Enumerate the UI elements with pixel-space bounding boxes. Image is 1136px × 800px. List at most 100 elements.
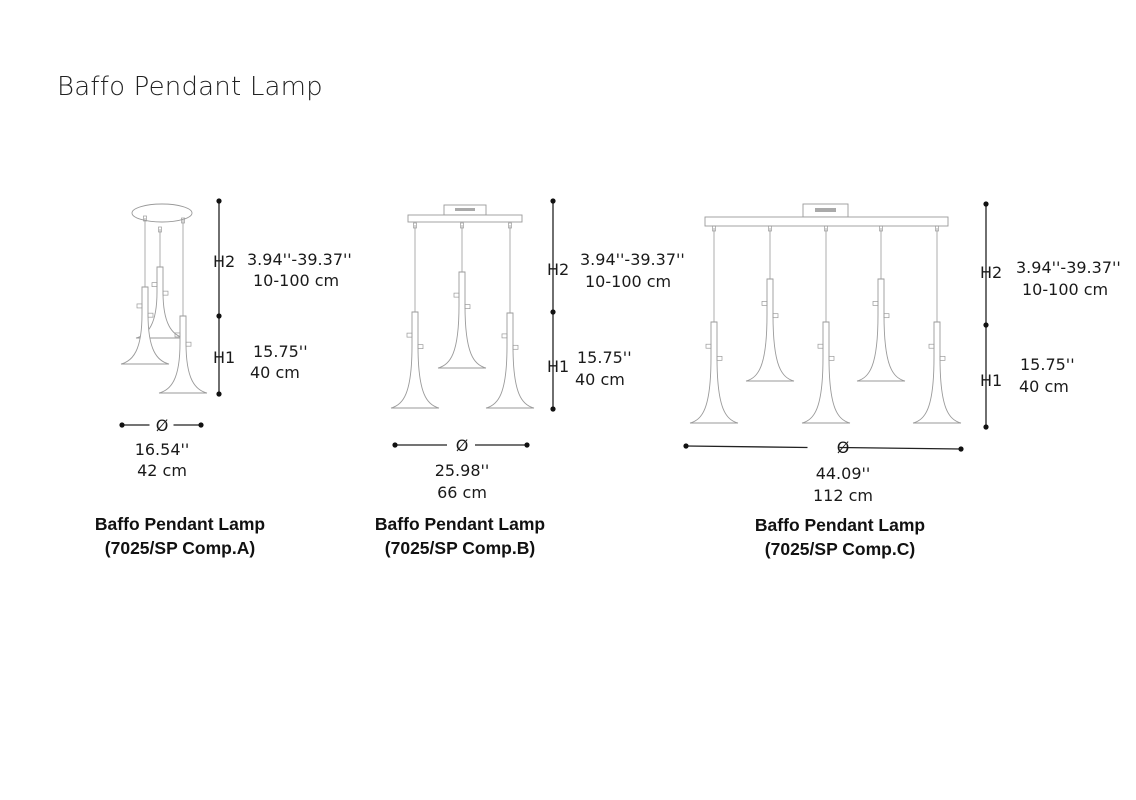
shade-tab xyxy=(162,290,169,296)
c-caption: Baffo Pendant Lamp (7025/SP Comp.C) xyxy=(720,513,960,561)
dimension-dot xyxy=(392,442,398,448)
shade-tab xyxy=(147,312,154,318)
c-h2-cm: 10-100 cm xyxy=(1022,280,1109,299)
b-dia-cm: 66 cm xyxy=(437,483,487,502)
cord-clip xyxy=(508,222,512,229)
shade-tab xyxy=(761,301,768,306)
b-h2-cm: 10-100 cm xyxy=(585,272,672,291)
canopy-bar xyxy=(407,214,523,223)
dimension-dot xyxy=(983,201,989,207)
shade-tab xyxy=(705,343,712,349)
a-caption-code: (7025/SP Comp.A) xyxy=(104,538,256,558)
shade-tab xyxy=(928,343,935,349)
lamp-shade xyxy=(390,311,440,409)
c-h2-in: 3.94''-39.37'' xyxy=(1016,258,1121,277)
dimension-dot xyxy=(958,446,964,452)
shade-tab xyxy=(817,343,824,349)
shade-tab xyxy=(872,301,879,306)
b-dia-symbol: Ø xyxy=(455,436,469,455)
dimension-dot xyxy=(683,443,689,449)
cord-clip xyxy=(460,222,464,229)
shade-tab xyxy=(716,355,723,361)
shade-tab xyxy=(939,355,946,361)
lamp-shade xyxy=(745,278,795,382)
b-h1-label: H1 xyxy=(547,357,570,376)
a-h1-label: H1 xyxy=(213,348,236,367)
c-dia-cm: 112 cm xyxy=(812,486,873,505)
a-h1-in: 15.75'' xyxy=(253,342,308,361)
shade-tab xyxy=(417,344,424,349)
dimension-dot xyxy=(983,322,989,328)
a-dia-symbol: Ø xyxy=(155,416,169,435)
cord-clip xyxy=(413,222,417,229)
cord-clip xyxy=(768,225,772,232)
canopy-slot xyxy=(815,208,836,212)
canopy-bar xyxy=(704,216,949,227)
shade-tab xyxy=(151,282,158,287)
cord-clip xyxy=(935,225,939,232)
shade-tab xyxy=(464,304,471,309)
a-h2-cm: 10-100 cm xyxy=(253,271,340,290)
dimension-dot xyxy=(524,442,530,448)
dimension-dot xyxy=(216,198,222,204)
c-dia-in: 44.09'' xyxy=(815,464,871,483)
shade-tab xyxy=(185,341,192,347)
a-h1-cm: 40 cm xyxy=(250,363,300,382)
c-h2-label: H2 xyxy=(980,263,1003,282)
cord-clip xyxy=(712,225,716,232)
lamp-shade xyxy=(801,321,851,424)
cord-clip xyxy=(879,225,883,232)
shade-tab xyxy=(136,303,143,309)
dimension-dot xyxy=(550,406,556,412)
b-caption-code: (7025/SP Comp.B) xyxy=(384,538,536,558)
shade-tab xyxy=(453,292,460,298)
a-caption: Baffo Pendant Lamp (7025/SP Comp.A) xyxy=(60,512,300,560)
shade-tab xyxy=(501,333,508,339)
b-h2-in: 3.94''-39.37'' xyxy=(580,250,685,269)
page-title: Baffo Pendant Lamp xyxy=(57,72,323,102)
lamp-shade xyxy=(689,321,739,424)
lamp-shade xyxy=(120,286,170,365)
a-dia-cm: 42 cm xyxy=(137,461,187,480)
a-h2-label: H2 xyxy=(213,252,236,271)
diameter-line xyxy=(839,446,962,450)
lamp-shade xyxy=(856,278,906,382)
cord-clip xyxy=(181,217,185,224)
cord-clip xyxy=(824,225,828,232)
shade-tab xyxy=(512,344,519,350)
shade-tab xyxy=(883,313,890,319)
shade-tab xyxy=(174,332,181,338)
b-h1-in: 15.75'' xyxy=(577,348,632,367)
dimension-dot xyxy=(550,309,556,315)
c-h1-cm: 40 cm xyxy=(1019,377,1069,396)
dimension-dot xyxy=(216,313,222,319)
canopy-slot xyxy=(455,208,475,211)
c-caption-name: Baffo Pendant Lamp xyxy=(754,515,926,535)
dimension-dot xyxy=(119,422,125,428)
b-dia-in: 25.98'' xyxy=(434,461,490,480)
a-caption-name: Baffo Pendant Lamp xyxy=(94,514,266,534)
shade-tab xyxy=(772,313,779,319)
c-caption-code: (7025/SP Comp.C) xyxy=(764,539,916,559)
c-h1-in: 15.75'' xyxy=(1020,355,1075,374)
diameter-line xyxy=(685,445,808,449)
dimension-dot xyxy=(550,198,556,204)
lamp-shade xyxy=(912,321,962,424)
lamp-shade xyxy=(437,271,487,369)
b-caption: Baffo Pendant Lamp (7025/SP Comp.B) xyxy=(340,512,580,560)
shade-tab xyxy=(406,332,413,338)
c-dia-symbol: Ø xyxy=(836,438,850,457)
a-h2-in: 3.94''-39.37'' xyxy=(247,250,352,269)
b-caption-name: Baffo Pendant Lamp xyxy=(374,514,546,534)
b-h1-cm: 40 cm xyxy=(575,370,625,389)
lamp-shade xyxy=(158,315,208,394)
cord-clip xyxy=(158,226,162,233)
b-h2-label: H2 xyxy=(547,260,570,279)
round-canopy xyxy=(131,203,193,223)
lamp-shade xyxy=(485,312,535,409)
a-dia-in: 16.54'' xyxy=(134,440,190,459)
dimension-dot xyxy=(983,424,989,430)
cord-clip xyxy=(143,215,147,222)
c-h1-label: H1 xyxy=(980,371,1003,390)
